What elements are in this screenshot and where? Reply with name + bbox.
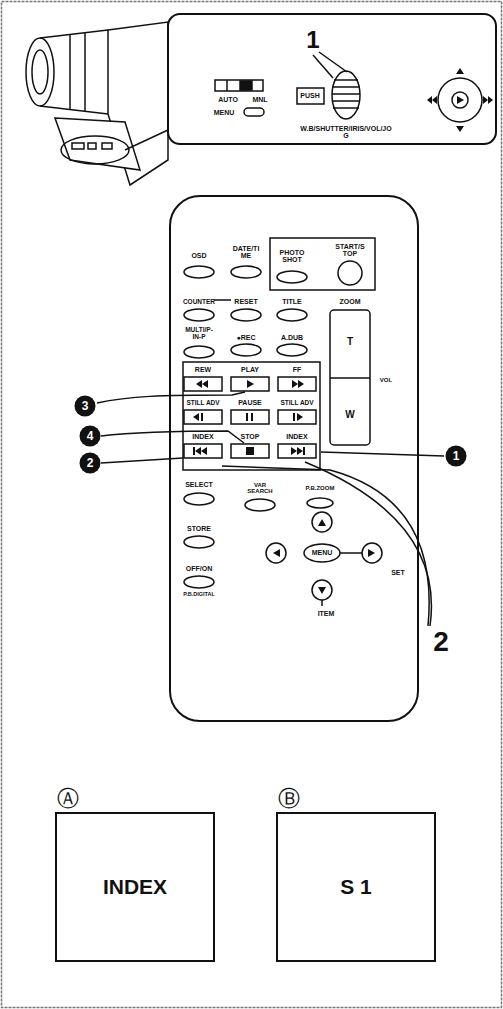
camcorder-drawing <box>26 22 168 185</box>
remote-control <box>170 196 418 721</box>
button-label: PAUSE <box>238 399 262 406</box>
callout-number: 4 <box>80 426 101 447</box>
button-label: PHOTO SHOT <box>276 249 308 264</box>
button-label: INDEX <box>192 433 213 440</box>
jog-arrows <box>427 68 493 132</box>
control-inset <box>168 14 496 144</box>
button-label: MENU <box>312 549 333 556</box>
button-label: ●REC <box>236 334 255 341</box>
button-label: COUNTER <box>183 299 215 306</box>
button-label: OSD <box>191 252 206 259</box>
callout-number: 3 <box>75 396 96 417</box>
button-label: REW <box>195 366 211 373</box>
button-label: AUTO <box>218 96 238 103</box>
button-label: TITLE <box>282 298 301 305</box>
callout-number: 2 <box>80 453 101 474</box>
button-label: PLAY <box>241 366 259 373</box>
button-label: A.DUB <box>281 334 303 341</box>
display-screen: ⒶINDEX <box>55 812 215 962</box>
panel-letter: Ⓐ <box>57 784 79 814</box>
callout-number: 1 <box>446 446 467 467</box>
button-label: DATE/TIME <box>231 245 261 260</box>
button-label: FF <box>293 366 302 373</box>
button-label: P.B.ZOOM <box>305 485 335 491</box>
button-label: VOL <box>380 377 392 383</box>
button-label: W.B/SHUTTER/IRIS/VOL/JOG <box>298 125 394 140</box>
button-label: T <box>347 337 353 348</box>
button-label: MULTI/P-IN-P <box>181 327 217 341</box>
display-screen: ⒷS 1 <box>276 812 436 962</box>
button-label: PUSH <box>300 92 319 99</box>
callout-number: 2 <box>433 627 449 656</box>
button-label: INDEX <box>286 433 307 440</box>
button-label: MENU <box>214 109 235 116</box>
button-label: ITEM <box>318 610 335 617</box>
callout-number: 1 <box>306 27 319 52</box>
button-label: RESET <box>234 298 257 305</box>
button-label: SET <box>391 569 405 576</box>
button-label: STORE <box>187 525 211 532</box>
display-text: S 1 <box>340 875 372 899</box>
panel-letter: Ⓑ <box>278 784 300 814</box>
button-label: P.B.DIGITAL <box>183 592 215 598</box>
button-symbols <box>193 380 375 594</box>
button-label: VAR SEARCH <box>245 482 275 495</box>
button-label: START/STOP <box>334 243 366 258</box>
button-label: SELECT <box>185 481 213 488</box>
leader-lines <box>97 392 444 626</box>
button-label: W <box>345 410 354 421</box>
display-text: INDEX <box>103 875 167 899</box>
button-label: OFF/ON <box>186 565 212 572</box>
button-label: STOP <box>241 433 260 440</box>
button-label: STILL ADV <box>280 400 313 407</box>
button-label: MNL <box>252 96 267 103</box>
button-label: STILL ADV <box>186 400 219 407</box>
button-label: ZOOM <box>340 298 361 305</box>
